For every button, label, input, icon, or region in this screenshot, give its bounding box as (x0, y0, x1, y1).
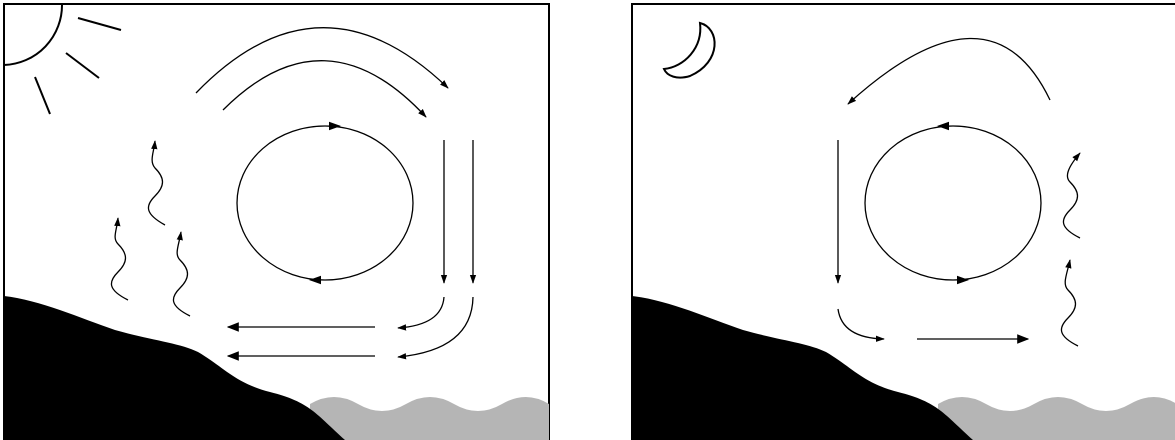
day-sea-waves (310, 397, 549, 440)
night-panel (632, 4, 1175, 440)
night-sea-waves (938, 397, 1175, 440)
day-panel (4, 4, 549, 440)
